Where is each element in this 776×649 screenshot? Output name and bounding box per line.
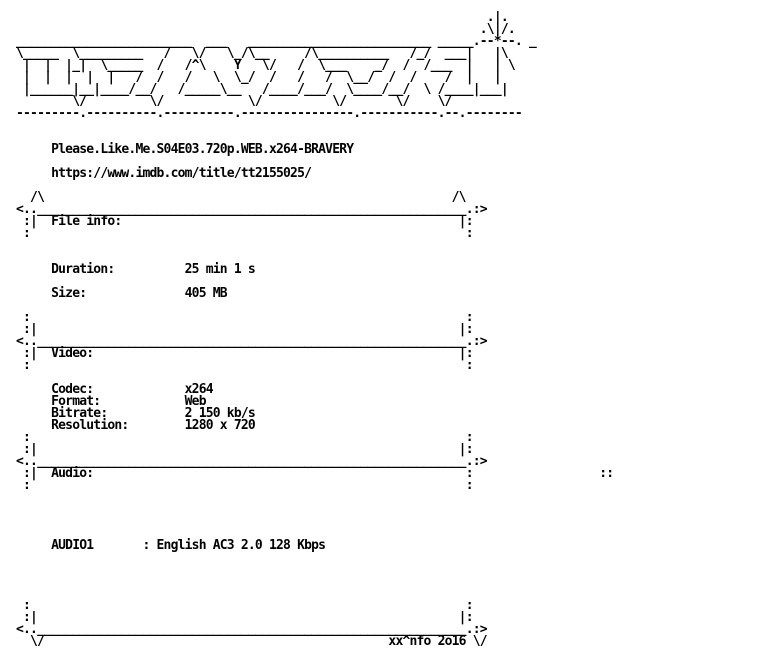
nfo-line: :| Video: |: bbox=[16, 346, 474, 361]
nfo-line: : : bbox=[16, 598, 474, 613]
nfo-line: .|. bbox=[16, 10, 509, 25]
nfo-line: Codec: x264 bbox=[16, 382, 213, 397]
nfo-line: .\|/. bbox=[16, 22, 516, 37]
nfo-line: :| |: bbox=[16, 610, 474, 625]
nfo-line: Size: 405 MB bbox=[16, 286, 227, 301]
nfo-line: <.._____________________________________… bbox=[16, 622, 488, 637]
nfo-line: https://www.imdb.com/title/tt2155025/ bbox=[16, 166, 312, 181]
nfo-line: \/ \/ \/ \/ \/ \/ bbox=[16, 94, 452, 109]
nfo-line: |______|__|____/__/ /_____\__ /____/___/… bbox=[16, 82, 509, 97]
nfo-line: Bitrate: 2 150 kb/s bbox=[16, 406, 256, 421]
nfo-line: : : bbox=[16, 478, 474, 493]
nfo-line: : : bbox=[16, 226, 474, 241]
nfo-line bbox=[16, 564, 613, 576]
nfo-line: AUDIO1 : English AC3 2.0 128 Kbps bbox=[16, 538, 326, 553]
nfo-line: _________________________ ___ __________… bbox=[16, 34, 537, 49]
nfo-line: :| |: bbox=[16, 442, 474, 457]
nfo-line bbox=[16, 492, 613, 504]
nfo-line: Resolution: 1280 x 720 bbox=[16, 418, 256, 433]
nfo-line bbox=[16, 516, 613, 528]
nfo-line bbox=[16, 576, 613, 588]
nfo-line: ---------.----------.----------.--------… bbox=[16, 106, 523, 121]
nfo-line: /\ /\ bbox=[16, 190, 466, 205]
nfo-line: Format: Web bbox=[16, 394, 206, 409]
nfo-line: : : bbox=[16, 430, 474, 445]
nfo-line: <.._____________________________________… bbox=[16, 454, 488, 469]
nfo-text-block: .|. .\|/._________________________ ___ _… bbox=[16, 10, 614, 649]
nfo-line: \/ xx^nfo 2o16 \/ bbox=[16, 634, 488, 649]
nfo-line bbox=[16, 504, 613, 516]
nfo-line: <.._____________________________________… bbox=[16, 334, 488, 349]
nfo-line: <.._____________________________________… bbox=[16, 202, 488, 217]
nfo-line: :| |: bbox=[16, 322, 474, 337]
nfo-line: | | |_| \_____ / /^\ Y \/ / \___ _/ / /_… bbox=[16, 58, 516, 73]
nfo-line: : : bbox=[16, 358, 474, 373]
nfo-line bbox=[16, 240, 613, 252]
nfo-line: | | | | | / / / \ \_/ / / / \__/ / / / |… bbox=[16, 70, 502, 85]
nfo-line bbox=[16, 120, 613, 132]
nfo-line: : : bbox=[16, 310, 474, 325]
nfo-line bbox=[16, 552, 613, 564]
nfo-line: :| File info: |: bbox=[16, 214, 474, 229]
nfo-line: \_____ \_________ / \/ \_/\__ /\________… bbox=[16, 46, 509, 61]
nfo-line: Duration: 25 min 1 s bbox=[16, 262, 256, 277]
nfo-line: Please.Like.Me.S04E03.720p.WEB.x264-BRAV… bbox=[16, 142, 354, 157]
nfo-line: :| Audio: : :: bbox=[16, 466, 614, 481]
